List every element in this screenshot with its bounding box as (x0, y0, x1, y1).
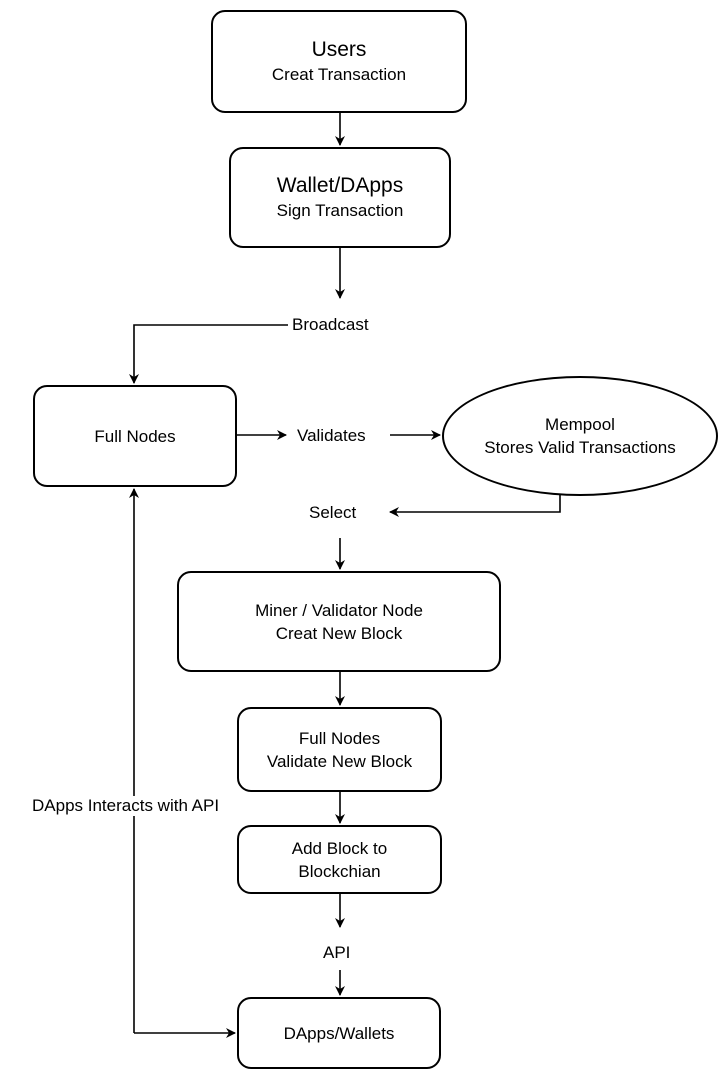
validates-label: Validates (295, 426, 368, 446)
edge-mempool-to-select (389, 495, 561, 517)
mempool-node-title: Mempool (545, 415, 615, 434)
add-block-node-title: Add Block to (291, 838, 388, 858)
add-block-node: Add Block to Blockchian (237, 825, 442, 894)
validate-block-node: Full Nodes Validate New Block (237, 707, 442, 792)
dapps-wallets-node-label: DApps/Wallets (283, 1023, 395, 1043)
edge-broadcast-to-full-nodes (129, 324, 288, 384)
api-label: API (321, 943, 353, 963)
validate-block-node-title: Full Nodes (298, 728, 381, 748)
miner-node-title: Miner / Validator Node (255, 600, 423, 620)
wallet-node: Wallet/DApps Sign Transaction (229, 147, 451, 248)
wallet-node-subtitle: Sign Transaction (276, 201, 404, 220)
select-label: Select (307, 503, 359, 523)
users-node-subtitle: Creat Transaction (271, 65, 407, 84)
miner-node: Miner / Validator Node Creat New Block (177, 571, 501, 672)
dapps-interacts-api-label: DApps Interacts with API (30, 796, 222, 816)
add-block-node-subtitle: Blockchian (298, 861, 381, 881)
mempool-node: Mempool Stores Valid Transactions (442, 376, 718, 496)
users-node: Users Creat Transaction (211, 10, 467, 113)
users-node-title: Users (311, 38, 367, 61)
dapps-wallets-node: DApps/Wallets (237, 997, 441, 1069)
broadcast-label: Broadcast (290, 315, 371, 335)
mempool-node-subtitle: Stores Valid Transactions (484, 438, 676, 457)
full-nodes-node: Full Nodes (33, 385, 237, 487)
miner-node-subtitle: Creat New Block (275, 623, 403, 643)
full-nodes-node-label: Full Nodes (94, 426, 176, 446)
wallet-node-title: Wallet/DApps (276, 174, 404, 197)
validate-block-node-subtitle: Validate New Block (266, 751, 413, 771)
